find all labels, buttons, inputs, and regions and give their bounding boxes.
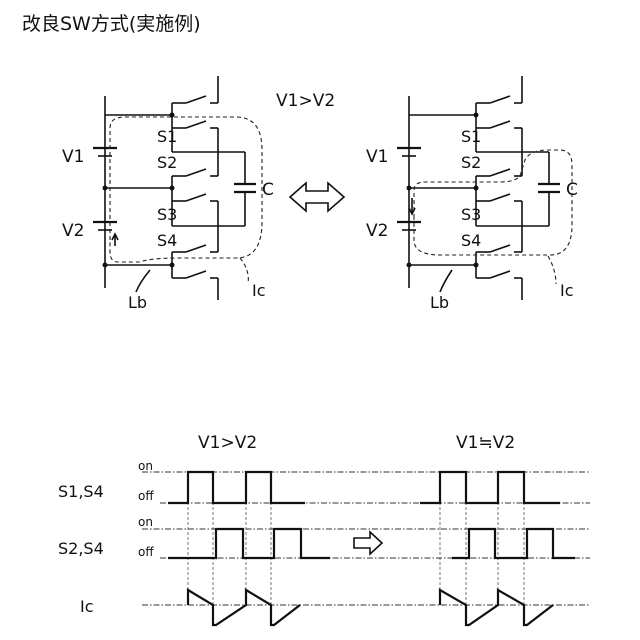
switch-s1-right	[476, 76, 522, 152]
inductor-label-left: Lb	[128, 293, 147, 312]
battery-label-v2-right: V2	[366, 221, 388, 241]
double-arrow-icon	[290, 183, 344, 211]
switch-label-s3-left: S3	[157, 205, 177, 224]
level-on-row2: on	[138, 515, 153, 529]
switch-s4-right	[476, 226, 522, 300]
capacitor-label-left: C	[262, 180, 274, 200]
inductor-leader-left	[136, 270, 150, 292]
battery-label-v1-right: V1	[366, 147, 388, 167]
transition-arrow-icon	[354, 532, 382, 554]
current-label-right: Ic	[560, 281, 574, 300]
timing-condition-left: V1>V2	[198, 433, 257, 453]
current-label-left: Ic	[252, 281, 266, 300]
switch-s4-left	[172, 226, 218, 300]
switch-label-s1-left: S1	[157, 127, 177, 146]
switch-s3-right	[476, 194, 522, 226]
battery-label-v2-left: V2	[62, 221, 84, 241]
row-label-s1s4: S1,S4	[58, 482, 104, 501]
timing-diagram: V1>V2 V1≒V2 S1,S4 S2,S4 Ic on off on off	[58, 433, 590, 625]
switch-label-s4-left: S4	[157, 231, 177, 250]
switch-s3-left	[172, 194, 218, 226]
battery-label-v1-left: V1	[62, 147, 84, 167]
current-leader-right	[548, 256, 556, 284]
circuit-condition-label: V1>V2	[276, 91, 335, 111]
current-leader-left	[240, 258, 248, 284]
switch-s2-left	[172, 152, 218, 226]
row-label-ic: Ic	[80, 597, 94, 616]
switch-s1-left	[172, 76, 218, 152]
level-off-row1: off	[138, 489, 154, 503]
switch-label-s1-right: S1	[461, 127, 481, 146]
inductor-label-right: Lb	[430, 293, 449, 312]
switch-label-s3-right: S3	[461, 205, 481, 224]
inductor-leader-right	[440, 270, 452, 292]
capacitor-c-left	[218, 152, 256, 226]
waveform-s1s4	[168, 472, 560, 503]
page-title: 改良SW方式(実施例)	[22, 13, 201, 35]
level-on-row1: on	[138, 459, 153, 473]
circuit-right: V1 V2 S1 S2 S3 S4 C Lb Ic	[366, 76, 578, 312]
switch-label-s2-right: S2	[461, 153, 481, 172]
circuit-left: V1 V2 S1 S2 S3 S4 C Lb Ic	[62, 76, 274, 312]
timing-condition-right: V1≒V2	[456, 433, 515, 453]
capacitor-label-right: C	[566, 180, 578, 200]
current-loop-left	[110, 117, 262, 262]
row-label-s2s4: S2,S4	[58, 539, 104, 558]
level-off-row2: off	[138, 545, 154, 559]
switch-s2-right	[476, 152, 522, 226]
waveform-ic	[188, 590, 553, 625]
capacitor-c-right	[522, 152, 560, 226]
switch-label-s4-right: S4	[461, 231, 481, 250]
switch-label-s2-left: S2	[157, 153, 177, 172]
